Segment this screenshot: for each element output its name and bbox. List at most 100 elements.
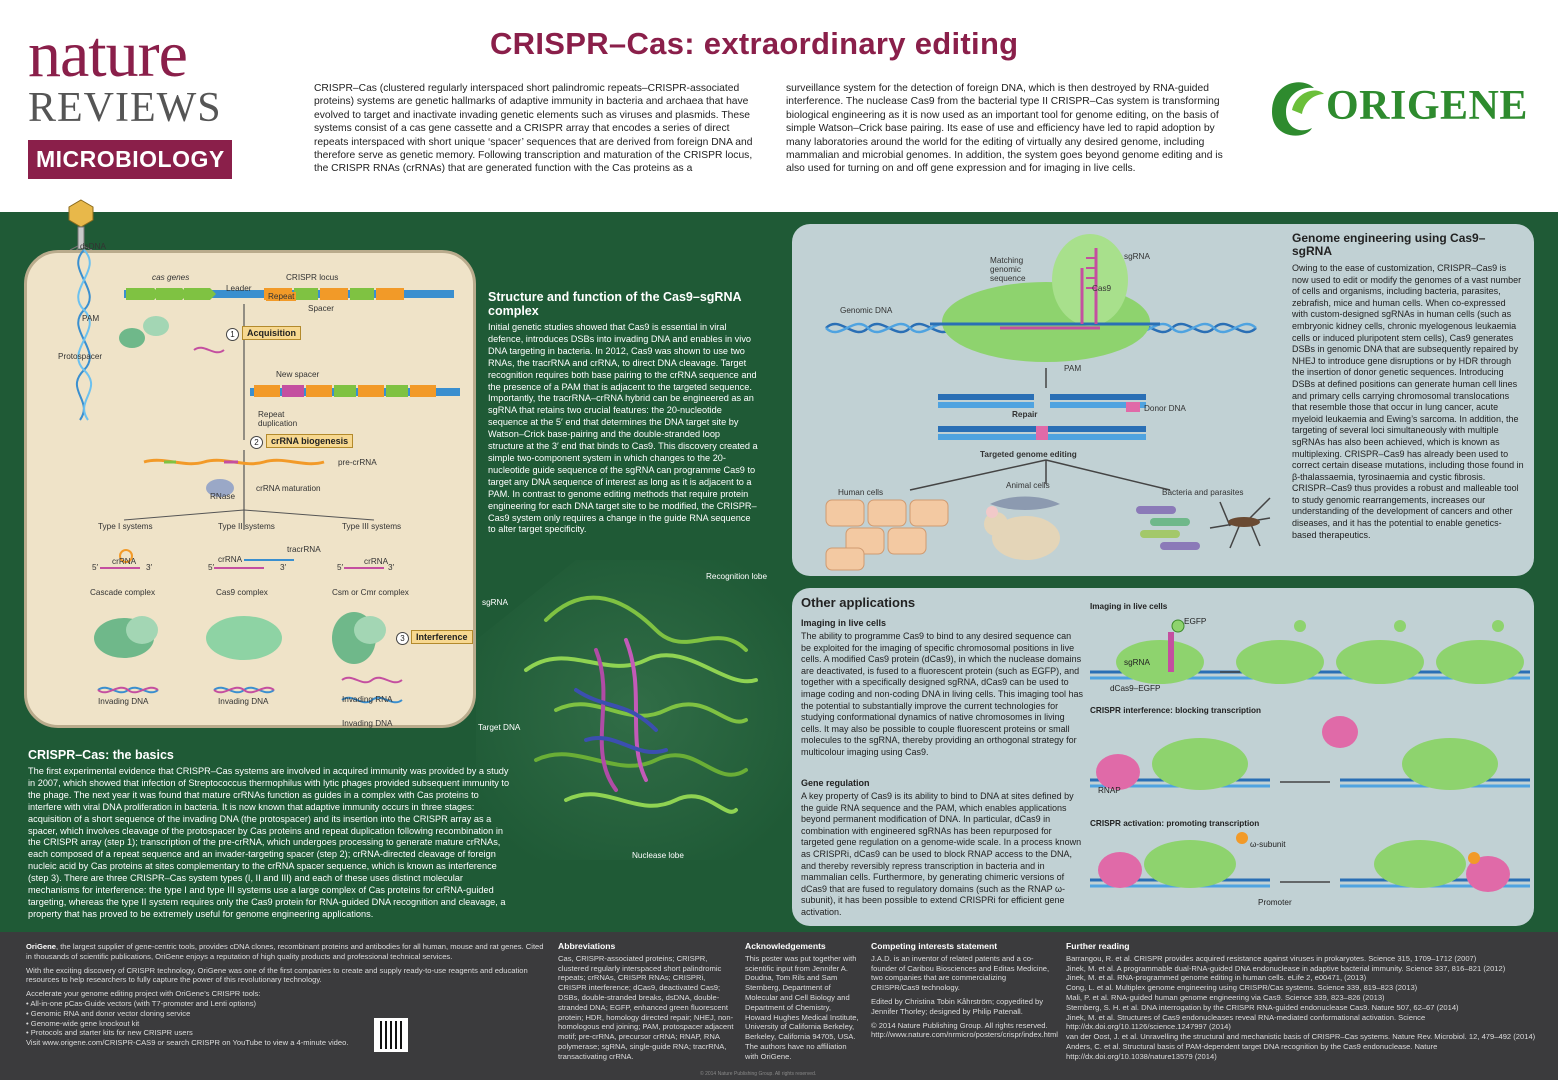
label-leader: Leader bbox=[226, 284, 252, 293]
origene-wordmark: ORIGENE bbox=[1326, 83, 1528, 129]
label-type-3: Type III systems bbox=[342, 522, 402, 531]
label-rnase: RNase bbox=[210, 492, 236, 501]
label-recognition-lobe: Recognition lobe bbox=[706, 572, 767, 581]
label-dsdna: dsDNA bbox=[80, 242, 106, 251]
step-interference-badge: Interference bbox=[411, 630, 473, 644]
reference-item: Barrangou, R. et al. CRISPR provides acq… bbox=[1066, 953, 1477, 963]
label-donor-dna: Donor DNA bbox=[1144, 404, 1186, 413]
visit-origene-link[interactable]: Visit www.origene.com/CRISPR-CAS9 or sea… bbox=[26, 1038, 349, 1048]
poster-header: nature REVIEWS MICROBIOLOGY CRISPR–Cas: … bbox=[0, 0, 1558, 212]
label-pam: PAM bbox=[82, 314, 100, 323]
nature-wordmark: nature bbox=[28, 18, 188, 91]
label-5prime-1: 5′ bbox=[92, 563, 99, 572]
reference-item: Jinek, M. et al. RNA-programmed genome e… bbox=[1066, 973, 1367, 983]
genome-engineering-diagram bbox=[825, 234, 1271, 571]
qr-code-icon[interactable] bbox=[374, 1018, 408, 1052]
label-human-cells: Human cells bbox=[838, 488, 884, 497]
abbreviations-column: Abbreviations Cas, CRISPR-associated pro… bbox=[558, 941, 734, 1062]
reference-item: Jinek, M. et al. A programmable dual-RNA… bbox=[1066, 963, 1506, 973]
origene-footer-paragraph: OriGene, the largest supplier of gene-ce… bbox=[26, 942, 544, 961]
label-invading-rna: Invading RNA bbox=[342, 695, 393, 704]
step-acquisition-badge: Acquisition bbox=[242, 326, 301, 340]
competing-interests-heading: Competing interests statement bbox=[871, 941, 998, 951]
label-genomic-dna: Genomic DNA bbox=[840, 306, 893, 315]
basics-text: The first experimental evidence that CRI… bbox=[28, 766, 510, 919]
label-protospacer: Protospacer bbox=[58, 352, 103, 361]
basics-heading: CRISPR–Cas: the basics bbox=[28, 748, 174, 762]
label-3prime-3: 3′ bbox=[388, 563, 395, 572]
further-reading-heading: Further reading bbox=[1066, 941, 1130, 951]
origene-leaf-icon bbox=[1272, 82, 1324, 136]
label-ge-cas9: Cas9 bbox=[1092, 284, 1112, 293]
label-type-2: Type II systems bbox=[218, 522, 275, 531]
further-reading-column: Further reading Barrangou, R. et al. CRI… bbox=[1066, 941, 1536, 1062]
label-egfp: EGFP bbox=[1184, 617, 1207, 626]
origene-tools-list: All-in-one pCas-Guide vectors (with T7-p… bbox=[26, 999, 546, 1038]
gene-regulation-subheading: Gene regulation bbox=[801, 778, 870, 788]
npg-copyright-text[interactable]: © 2014 Nature Publishing Group. All righ… bbox=[871, 1020, 1058, 1040]
imaging-text: The ability to programme Cas9 to bind to… bbox=[801, 631, 1083, 757]
label-rnap: RNAP bbox=[1098, 786, 1121, 795]
label-structure-sgrna: sgRNA bbox=[482, 598, 508, 607]
reference-item: Jinek, M. et al. Structures of Cas9 endo… bbox=[1066, 1012, 1426, 1032]
label-dcas9-egfp: dCas9–EGFP bbox=[1110, 684, 1161, 693]
microbiology-wordmark: MICROBIOLOGY bbox=[28, 140, 232, 179]
label-targeted-editing: Targeted genome editing bbox=[980, 450, 1077, 459]
label-promoter: Promoter bbox=[1258, 898, 1292, 907]
list-item: Genome-wide gene knockout kit bbox=[26, 1019, 546, 1029]
label-nuclease-lobe: Nuclease lobe bbox=[632, 851, 684, 860]
step-crrna-biogenesis-badge: crRNA biogenesis bbox=[266, 434, 354, 448]
label-crispr-locus: CRISPR locus bbox=[286, 273, 339, 282]
step-number-1: 1 bbox=[226, 328, 239, 341]
reference-item: Cong, L. et al. Multiplex genome enginee… bbox=[1066, 983, 1418, 993]
gene-regulation-text: A key property of Cas9 is its ability to… bbox=[801, 791, 1082, 917]
intro-text-left: CRISPR–Cas (clustered regularly interspa… bbox=[314, 83, 753, 175]
reference-item: van der Oost, J. et al. Unravelling the … bbox=[1066, 1032, 1536, 1042]
genome-engineering-heading: Genome engineering using Cas9–sgRNA bbox=[1292, 231, 1486, 258]
edited-by-text: Edited by Christina Tobin Kåhrström; cop… bbox=[871, 996, 1044, 1016]
other-applications-heading: Other applications bbox=[801, 595, 916, 610]
label-invading-dna-1: Invading DNA bbox=[98, 697, 149, 706]
list-item: All-in-one pCas-Guide vectors (with T7-p… bbox=[26, 999, 546, 1009]
label-3prime-1: 3′ bbox=[146, 563, 153, 572]
abbreviations-text: Cas, CRISPR-associated proteins; CRISPR,… bbox=[558, 953, 734, 1061]
list-item: Genomic RNA and donor vector cloning ser… bbox=[26, 1009, 546, 1019]
label-cas9-complex: Cas9 complex bbox=[216, 588, 268, 597]
origene-footer-paragraph-2: With the exciting discovery of CRISPR te… bbox=[26, 965, 528, 985]
competing-interests-text: J.A.D. is an inventor of related patents… bbox=[871, 953, 1050, 993]
step-number-3: 3 bbox=[396, 632, 409, 645]
label-ge-pam: PAM bbox=[1064, 364, 1082, 373]
list-item: Protocols and starter kits for new CRISP… bbox=[26, 1028, 546, 1038]
step-number-2: 2 bbox=[250, 436, 263, 449]
label-animal-cells: Animal cells bbox=[1006, 481, 1050, 490]
origene-footer-paragraph-3: Accelerate your genome editing project w… bbox=[26, 989, 261, 999]
label-invading-dna-3: Invading DNA bbox=[342, 719, 393, 728]
label-crrna-2: crRNA bbox=[218, 555, 243, 564]
structure-heading: Structure and function of the Cas9–sgRNA… bbox=[488, 290, 742, 318]
label-cascade-complex: Cascade complex bbox=[90, 588, 156, 597]
origene-footer-column: OriGene, the largest supplier of gene-ce… bbox=[26, 942, 546, 1048]
label-matching-sequence: Matching genomic sequence bbox=[990, 256, 1026, 283]
nature-reviews-logo: nature REVIEWS MICROBIOLOGY bbox=[28, 18, 238, 179]
label-new-spacer: New spacer bbox=[276, 370, 320, 379]
reference-item: Anders, C. et al. Structural basis of PA… bbox=[1066, 1041, 1438, 1061]
acknowledgements-text: This poster was put together with scient… bbox=[745, 953, 859, 1061]
label-csm-complex: Csm or Cmr complex bbox=[332, 588, 409, 597]
origene-logo: ORIGENE bbox=[1262, 72, 1542, 142]
reference-item: Mali, P. et al. RNA-guided human genome … bbox=[1066, 992, 1385, 1002]
label-repeat: Repeat bbox=[266, 292, 297, 301]
footer-copyright: © 2014 Nature Publishing Group. All righ… bbox=[700, 1071, 817, 1077]
label-spacer: Spacer bbox=[308, 304, 334, 313]
label-cas-genes: cas genes bbox=[152, 273, 190, 282]
poster-title: CRISPR–Cas: extraordinary editing bbox=[490, 26, 1019, 61]
intro-text-right: surveillance system for the detection of… bbox=[786, 83, 1223, 175]
label-pre-crrna: pre-crRNA bbox=[338, 458, 377, 467]
structure-text: Initial genetic studies showed that Cas9… bbox=[488, 322, 758, 535]
label-5prime-2: 5′ bbox=[208, 563, 215, 572]
imaging-subheading: Imaging in live cells bbox=[801, 618, 887, 628]
label-type-1: Type I systems bbox=[98, 522, 153, 531]
cas9-structure-image bbox=[476, 560, 792, 860]
competing-interests-column: Competing interests statement J.A.D. is … bbox=[871, 941, 1058, 1040]
label-crrna-maturation: crRNA maturation bbox=[256, 484, 321, 493]
acknowledgements-column: Acknowledgements This poster was put tog… bbox=[745, 941, 859, 1062]
